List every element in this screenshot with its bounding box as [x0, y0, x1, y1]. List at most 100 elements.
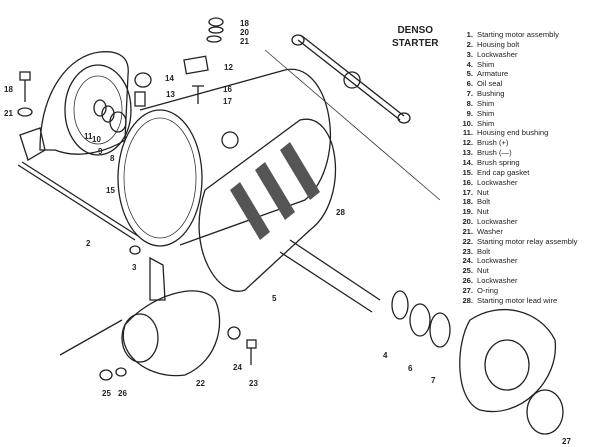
legend-number: 22.	[462, 236, 473, 246]
rear-housing	[19, 51, 132, 161]
callout: 14	[165, 74, 174, 83]
legend-number: 27.	[462, 285, 473, 295]
legend-number: 1.	[466, 30, 473, 39]
legend-item: 7.Bushing	[455, 89, 577, 99]
callout: 10	[92, 135, 101, 144]
legend-label: Lockwasher	[477, 177, 518, 187]
legend-item: 19. Nut	[455, 207, 577, 217]
callout: 4	[383, 351, 388, 360]
brush-parts	[134, 17, 224, 107]
legend-label: Lockwasher	[477, 217, 518, 227]
legend-label: End cap gasket	[477, 167, 530, 177]
legend-item: 4.Shim	[455, 60, 577, 70]
front-housing	[391, 290, 564, 435]
callout: 8	[110, 154, 115, 163]
callout: 28	[336, 208, 345, 217]
callout: 21	[240, 37, 249, 46]
legend-item: 18. Bolt	[455, 197, 577, 207]
legend-number: 2.	[466, 39, 473, 49]
legend-label: Oil seal	[477, 79, 503, 89]
legend-item: 5.Armature	[455, 69, 577, 79]
legend-item: 17. Nut	[455, 188, 577, 198]
callout: 25	[102, 389, 111, 398]
callout: 12	[224, 63, 233, 72]
legend-number: 28.	[462, 295, 473, 305]
legend-label: Lockwasher	[477, 256, 518, 266]
callout: 21	[4, 109, 13, 118]
legend-item: 12. Brush (+)	[455, 138, 577, 148]
callout: 17	[223, 97, 232, 106]
legend-label: O-ring	[477, 285, 499, 295]
legend-label: Nut	[477, 207, 489, 217]
legend-number: 9.	[466, 108, 473, 118]
callout: 9	[98, 147, 103, 156]
legend-label: Brush (+)	[477, 138, 509, 148]
legend-item: 6.Oil seal	[455, 79, 577, 89]
legend-number: 3.	[466, 49, 473, 59]
lead-wire	[264, 34, 441, 201]
legend-label: Lockwasher	[477, 49, 518, 59]
legend-label: Bolt	[477, 246, 491, 256]
legend-label: Washer	[477, 226, 503, 236]
legend-number: 14.	[462, 157, 473, 167]
legend-number: 15.	[462, 167, 473, 177]
callout: 6	[408, 364, 413, 373]
bolt-18	[17, 71, 33, 117]
legend-label: Housing bolt	[477, 39, 520, 49]
callout: 2	[86, 239, 91, 248]
callout: 3	[132, 263, 137, 272]
legend-label: Nut	[477, 266, 489, 276]
legend-number: 18.	[462, 197, 473, 207]
callout: 18	[4, 85, 13, 94]
legend-number: 11.	[462, 128, 473, 138]
starter-relay	[59, 256, 257, 381]
legend-number: 16.	[462, 177, 473, 187]
callout: 26	[118, 389, 127, 398]
housing-bolt	[17, 164, 136, 241]
callout: 24	[233, 363, 242, 372]
legend-number: 19.	[462, 207, 473, 217]
shims	[93, 99, 127, 133]
legend-item: 23.Bolt	[455, 247, 577, 257]
legend-item: 22.Starting motor relay assembly	[455, 237, 577, 247]
legend-item: 27. O-ring	[455, 286, 577, 296]
legend-label: Brush spring	[477, 157, 520, 167]
legend-label: Shim	[477, 59, 495, 69]
legend-item: 20. Lockwasher	[455, 217, 577, 227]
legend-item: 10. Shim	[455, 119, 577, 129]
legend-label: Bolt	[477, 197, 491, 207]
legend-label: Shim	[477, 118, 495, 128]
legend-number: 24.	[462, 256, 473, 266]
callout: 20	[240, 28, 249, 37]
legend-item: 28.Starting motor lead wire	[455, 296, 577, 306]
armature	[198, 118, 381, 313]
legend-item: 25. Nut	[455, 266, 577, 276]
legend-number: 26.	[462, 276, 473, 286]
legend-item: 21. Washer	[455, 227, 577, 237]
legend-item: 3. Lockwasher	[455, 50, 577, 60]
legend-item: 13.Brush (—)	[455, 148, 577, 158]
legend-item: 26.Lockwasher	[455, 276, 577, 286]
legend-number: 12.	[462, 138, 473, 148]
legend-label: Shim	[477, 98, 495, 108]
legend-number: 20.	[462, 217, 473, 227]
legend-label: Brush (—)	[477, 148, 512, 158]
legend-item: 16. Lockwasher	[455, 178, 577, 188]
legend-number: 17.	[462, 187, 473, 197]
legend-label: Nut	[477, 187, 489, 197]
legend-label: Housing end bushing	[477, 128, 549, 138]
callout: 15	[106, 186, 115, 195]
legend-number: 10.	[462, 118, 473, 128]
legend-number: 21.	[462, 226, 473, 236]
legend-item: 2. Housing bolt	[455, 40, 577, 50]
lockwasher-3	[129, 245, 141, 255]
legend-number: 7.	[466, 89, 473, 99]
legend-label: Armature	[477, 69, 509, 79]
callout: 18	[240, 19, 249, 28]
diagram-title: DENSO STARTER	[392, 24, 438, 50]
title-line-1: DENSO	[397, 25, 434, 36]
callout: 23	[249, 379, 258, 388]
legend-item: 8.Shim	[455, 99, 577, 109]
legend-number: 25.	[462, 266, 473, 276]
